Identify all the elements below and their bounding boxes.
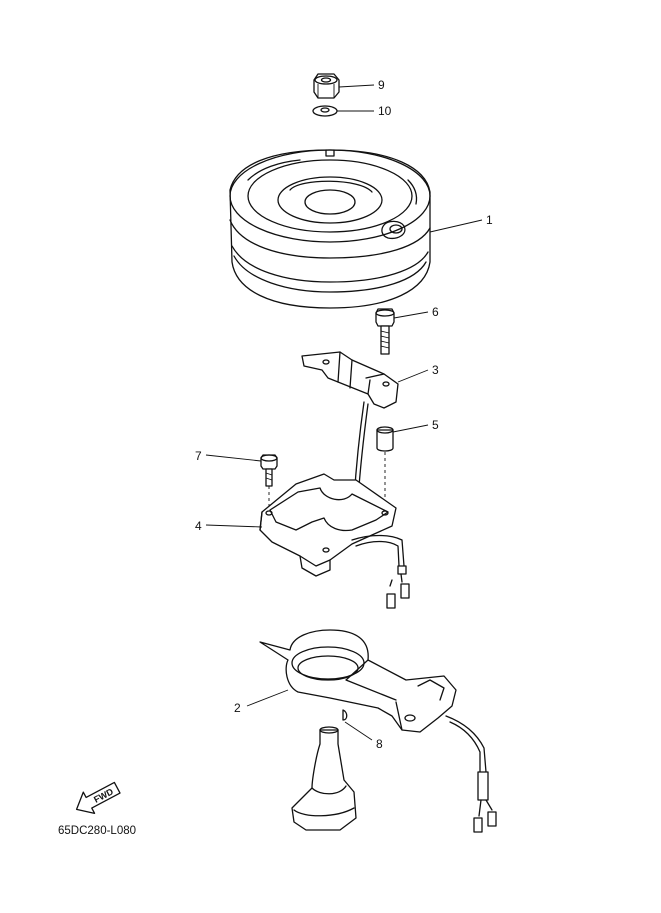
callout-4: 4 (195, 519, 202, 533)
fwd-arrow-icon: FWD (75, 781, 121, 815)
woodruff-key-part-8 (342, 709, 348, 721)
flywheel-part-1 (229, 149, 431, 309)
washer-part-10 (312, 105, 338, 117)
callout-6: 6 (432, 305, 439, 319)
crankshaft-stub (291, 726, 357, 831)
collar-part-5 (376, 426, 394, 452)
callout-9: 9 (378, 78, 385, 92)
bolt-part-6 (375, 308, 395, 355)
callout-10: 10 (378, 104, 392, 118)
nut-part-9 (313, 73, 340, 99)
callout-2: 2 (234, 701, 241, 715)
callout-8: 8 (376, 737, 383, 751)
diagram-code: 65DC280-L080 (58, 825, 136, 837)
callout-1: 1 (486, 213, 493, 227)
screw-part-7 (260, 454, 278, 487)
callout-5: 5 (432, 418, 439, 432)
callout-7: 7 (195, 449, 202, 463)
bracket-part-4 (259, 473, 410, 609)
callout-3: 3 (432, 363, 439, 377)
base-plate-part-2 (259, 629, 497, 833)
